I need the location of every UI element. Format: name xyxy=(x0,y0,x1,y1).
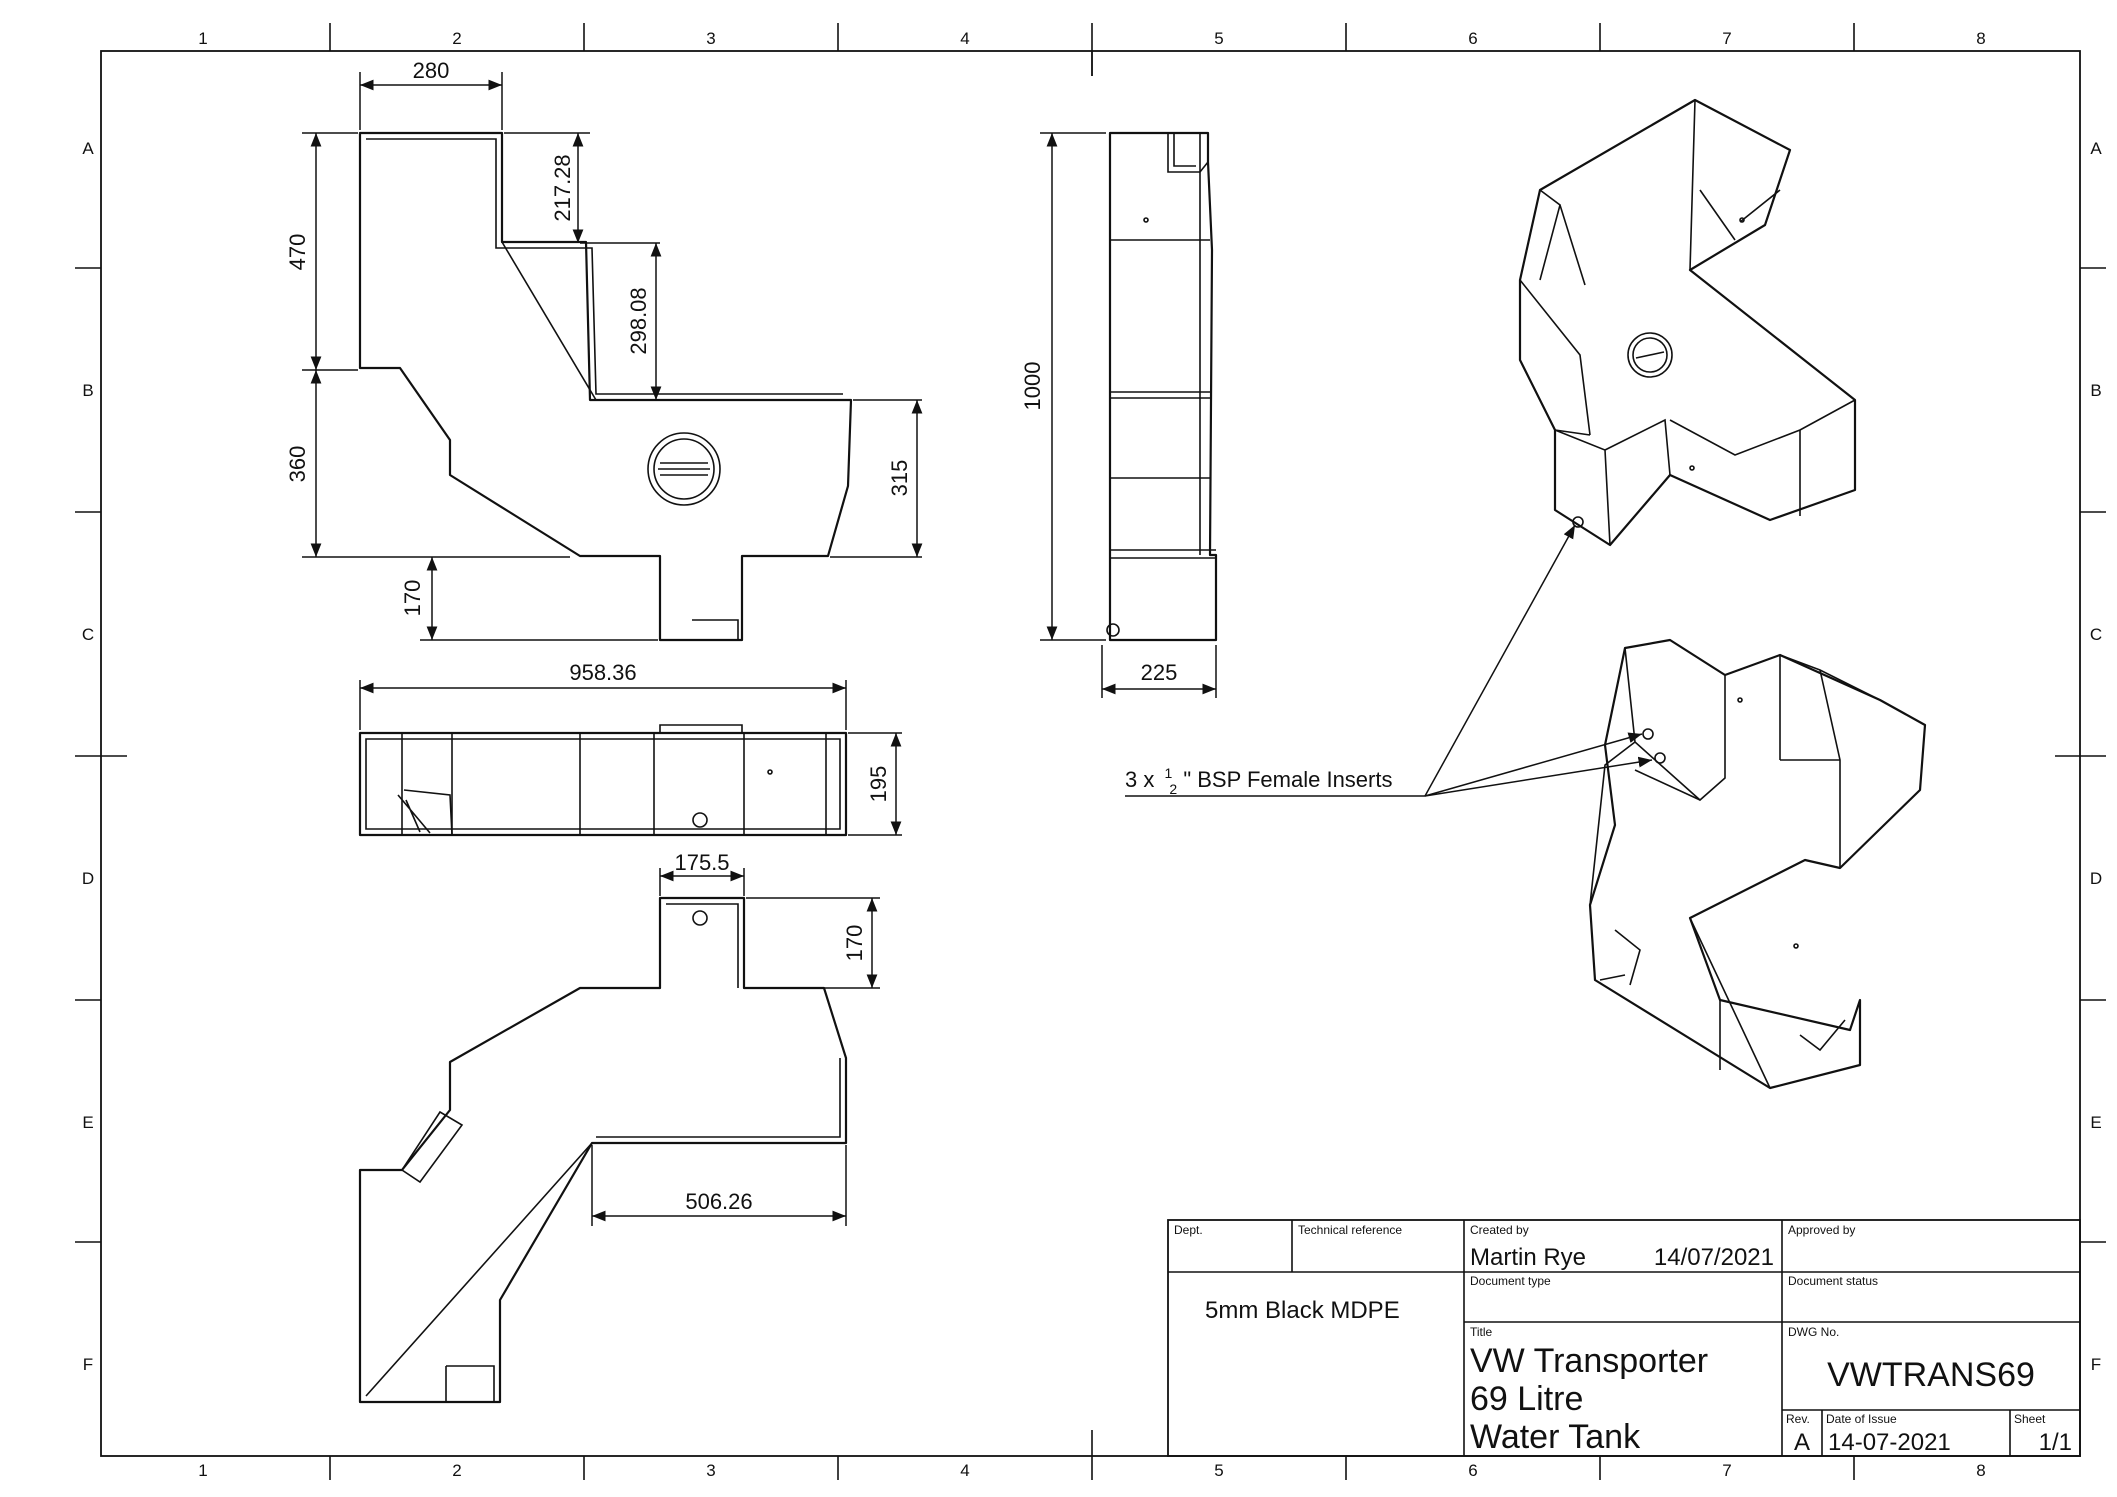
dim-left-upper: 470 xyxy=(285,234,310,271)
side-view-dimensions: 1000 225 xyxy=(1020,132,1217,698)
zone-col-3-top: 3 xyxy=(706,29,715,48)
tb-created-name: Martin Rye xyxy=(1470,1244,1586,1271)
callout-inserts: 3 x 1 2 " BSP Female Inserts xyxy=(1125,758,1392,799)
zone-col-4-bottom: 4 xyxy=(960,1461,969,1480)
tb-title-line3: Water Tank xyxy=(1470,1418,1641,1456)
front-view xyxy=(358,724,848,837)
zone-col-1-bottom: 1 xyxy=(198,1461,207,1480)
zone-row-a-right: A xyxy=(2090,139,2102,158)
dim-bottom-tab: 170 xyxy=(400,580,425,617)
zone-row-e-right: E xyxy=(2090,1113,2101,1132)
dim-top-step: 217.28 xyxy=(550,154,575,221)
front-view-dimensions: 958.36 195 xyxy=(359,660,902,836)
zone-col-7-bottom: 7 xyxy=(1722,1461,1731,1480)
dim-left-lower: 360 xyxy=(285,446,310,483)
dim-lower-tab-width: 175.5 xyxy=(674,850,729,875)
bottom-view-dimensions: 175.5 170 506.26 xyxy=(591,850,880,1226)
zone-row-c-left: C xyxy=(82,625,94,644)
zone-col-8-bottom: 8 xyxy=(1976,1461,1985,1480)
dim-top-mid: 298.08 xyxy=(626,287,651,354)
zone-col-3-bottom: 3 xyxy=(706,1461,715,1480)
side-view xyxy=(1106,131,1218,642)
zone-row-f-left: F xyxy=(83,1355,93,1374)
zone-row-a-left: A xyxy=(82,139,94,158)
tb-issue-label: Date of Issue xyxy=(1826,1412,1897,1426)
zone-row-d-left: D xyxy=(82,869,94,888)
zone-ticks xyxy=(75,23,2106,1480)
zone-col-6-top: 6 xyxy=(1468,29,1477,48)
bottom-view xyxy=(358,896,848,1404)
isometric-bottom-view xyxy=(1588,638,1927,1090)
callout-leaders xyxy=(1125,524,1653,797)
tb-dept-label: Dept. xyxy=(1174,1223,1203,1237)
tb-dwg-no: VWTRANS69 xyxy=(1827,1356,2035,1394)
top-view-dimensions: 280 470 360 217.28 298.08 315 170 xyxy=(285,58,923,641)
tb-techref-label: Technical reference xyxy=(1298,1223,1402,1237)
tb-title-line1: VW Transporter xyxy=(1470,1342,1708,1380)
tb-created-label: Created by xyxy=(1470,1223,1529,1237)
top-view xyxy=(358,131,853,642)
tb-issue-date: 14-07-2021 xyxy=(1828,1429,1951,1456)
tb-title-line2: 69 Litre xyxy=(1470,1380,1583,1418)
tb-created-date: 14/07/2021 xyxy=(1654,1244,1774,1271)
tb-rev-label: Rev. xyxy=(1786,1412,1810,1426)
zone-col-2-bottom: 2 xyxy=(452,1461,461,1480)
zone-col-5-bottom: 5 xyxy=(1214,1461,1223,1480)
zone-row-b-right: B xyxy=(2090,381,2101,400)
dim-lower-tab-height: 170 xyxy=(842,925,867,962)
zone-row-d-right: D xyxy=(2090,869,2102,888)
tb-sheet-label: Sheet xyxy=(2014,1412,2046,1426)
drawing-frame xyxy=(100,50,2081,1457)
dim-overall-length: 958.36 xyxy=(569,660,636,685)
zone-row-c-right: C xyxy=(2090,625,2102,644)
zone-col-4-top: 4 xyxy=(960,29,969,48)
tb-sheet: 1/1 xyxy=(2039,1429,2072,1456)
tb-doctype-label: Document type xyxy=(1470,1274,1551,1288)
isometric-top-view xyxy=(1518,98,1857,547)
zone-col-5-top: 5 xyxy=(1214,29,1223,48)
zone-row-b-left: B xyxy=(82,381,93,400)
tb-docstatus-label: Document status xyxy=(1788,1274,1878,1288)
zone-col-6-bottom: 6 xyxy=(1468,1461,1477,1480)
dim-right-height: 315 xyxy=(887,460,912,497)
tb-dwg-label: DWG No. xyxy=(1788,1325,1839,1339)
zone-col-7-top: 7 xyxy=(1722,29,1731,48)
dim-side-height: 1000 xyxy=(1020,362,1045,411)
dim-front-height: 195 xyxy=(866,766,891,803)
tb-material: 5mm Black MDPE xyxy=(1205,1297,1400,1324)
zone-row-f-right: F xyxy=(2091,1355,2101,1374)
tb-approved-label: Approved by xyxy=(1788,1223,1855,1237)
zone-col-2-top: 2 xyxy=(452,29,461,48)
dim-side-depth: 225 xyxy=(1141,660,1178,685)
dim-lower-run: 506.26 xyxy=(685,1189,752,1214)
zone-row-e-left: E xyxy=(82,1113,93,1132)
tb-title-label: Title xyxy=(1470,1325,1493,1339)
title-block xyxy=(1167,1219,2081,1457)
zone-col-1-top: 1 xyxy=(198,29,207,48)
dim-top-width: 280 xyxy=(413,58,450,83)
zone-col-8-top: 8 xyxy=(1976,29,1985,48)
tb-rev: A xyxy=(1794,1429,1810,1456)
